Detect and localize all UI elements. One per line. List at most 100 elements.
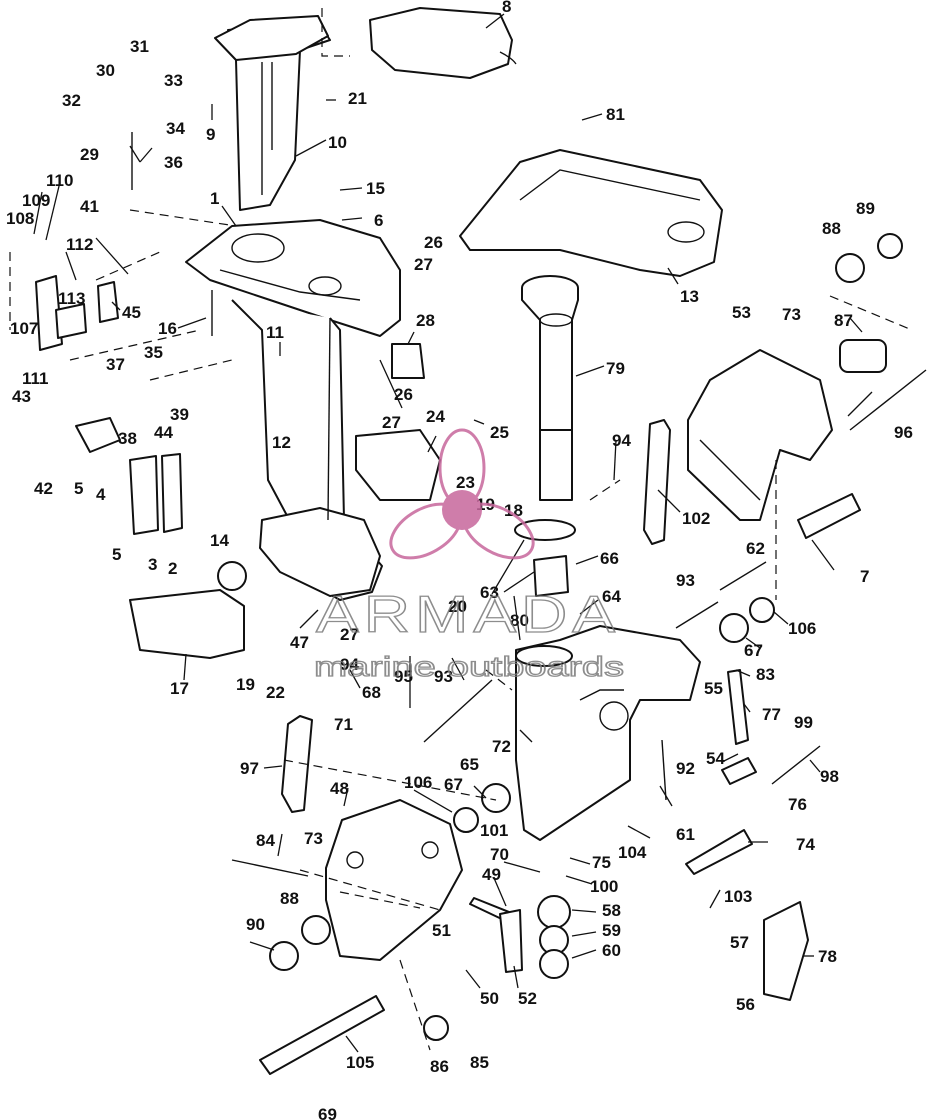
callout-label: 69: [318, 1105, 337, 1120]
coupler: [839, 339, 887, 373]
callout-label: 24: [426, 407, 445, 426]
clip-45: [97, 281, 119, 323]
callout-label: 14: [210, 531, 229, 550]
callout-label: 106: [788, 619, 816, 638]
stern-bracket-left: [325, 799, 463, 961]
callout-label: 71: [334, 715, 353, 734]
lever-52: [499, 909, 523, 973]
tilt-lever: [281, 715, 313, 813]
callout-label: 106: [404, 773, 432, 792]
callout-label: 49: [482, 865, 501, 884]
callout-label: 52: [518, 989, 537, 1008]
callout-label: 64: [602, 587, 621, 606]
callout-label: 34: [166, 119, 185, 138]
callout-label: 88: [822, 219, 841, 238]
callout-label: 55: [704, 679, 723, 698]
callout-label: 93: [434, 667, 453, 686]
callout-label: 29: [80, 145, 99, 164]
propeller-logo-icon: [389, 428, 535, 560]
callout-label: 4: [96, 485, 106, 504]
gasket-plate: [369, 7, 513, 79]
callout-label: 72: [492, 737, 511, 756]
callout-label: 57: [730, 933, 749, 952]
link-76: [721, 757, 757, 785]
callout-label: 42: [34, 479, 53, 498]
bracket-24: [355, 429, 441, 501]
grip-tube: [797, 493, 861, 539]
callout-label: 16: [158, 319, 177, 338]
bracket-111: [35, 275, 63, 351]
callout-label: 101: [480, 821, 508, 840]
callout-label: 39: [170, 405, 189, 424]
bushing-67: [719, 613, 749, 643]
callout-label: 98: [820, 767, 839, 786]
nut-88b: [301, 915, 331, 945]
callout-label: 76: [788, 795, 807, 814]
callout-label: 11: [266, 323, 284, 342]
cap-90: [269, 941, 299, 971]
callout-label: 44: [154, 423, 173, 442]
disc-86: [423, 1015, 449, 1041]
callout-label: 22: [266, 683, 285, 702]
callout-label: 110: [46, 171, 73, 190]
callout-label: 54: [706, 749, 725, 768]
callout-label: 74: [796, 835, 815, 854]
exhaust-housing: [214, 15, 331, 211]
callout-label: 112: [66, 235, 93, 254]
callout-label: 31: [130, 37, 149, 56]
callout-label: 109: [22, 191, 50, 210]
callout-label: 48: [330, 779, 349, 798]
callout-label: 27: [382, 413, 401, 432]
callout-label: 6: [374, 211, 383, 230]
callout-labels: 1 2 3 4 5 5 6 7 8 9 10 11 12 13 14 15 16…: [6, 0, 913, 1120]
callout-label: 97: [240, 759, 259, 778]
callout-label: 53: [732, 303, 751, 322]
callout-label: 81: [606, 105, 625, 124]
clamp-bracket: [763, 901, 809, 1001]
callout-label: 7: [860, 567, 869, 586]
callout-label: 56: [736, 995, 755, 1014]
rod-96: [849, 369, 927, 431]
knob-14: [217, 561, 247, 591]
callout-label: 36: [164, 153, 183, 172]
callout-label: 80: [510, 611, 529, 630]
callout-label: 83: [756, 665, 775, 684]
front-cover: [129, 589, 245, 659]
callout-label: 93: [676, 571, 695, 590]
callout-label: 67: [744, 641, 763, 660]
callout-label: 85: [470, 1053, 489, 1072]
callout-label: 28: [416, 311, 435, 330]
callout-label: 1: [210, 189, 219, 208]
spring-77: [727, 669, 749, 745]
callout-label: 20: [448, 597, 467, 616]
callout-label: 2: [168, 559, 177, 578]
plate-3: [129, 455, 159, 535]
lower-housing: [231, 299, 383, 601]
callout-label: 37: [106, 355, 125, 374]
callout-label: 104: [618, 843, 647, 862]
callout-label: 73: [304, 829, 323, 848]
callout-label: 30: [96, 61, 115, 80]
block-113: [55, 303, 87, 339]
callout-label: 15: [366, 179, 385, 198]
callout-label: 62: [746, 539, 765, 558]
pin-61: [661, 739, 667, 801]
callout-label: 88: [280, 889, 299, 908]
callout-label: 45: [122, 303, 141, 322]
callout-label: 92: [676, 759, 695, 778]
callout-label: 21: [348, 89, 367, 108]
callout-label: 65: [460, 755, 479, 774]
ring-60: [539, 949, 569, 979]
bearing-assembly: [391, 343, 425, 379]
callout-label: 113: [58, 289, 85, 308]
callout-label: 89: [856, 199, 875, 218]
callout-label: 94: [612, 431, 631, 450]
callout-label: 3: [148, 555, 157, 574]
callout-label: 78: [818, 947, 837, 966]
callout-label: 86: [430, 1057, 449, 1076]
bushing-67b: [481, 783, 511, 813]
washer-106: [749, 597, 775, 623]
callout-label: 9: [206, 125, 215, 144]
callout-label: 47: [290, 633, 309, 652]
